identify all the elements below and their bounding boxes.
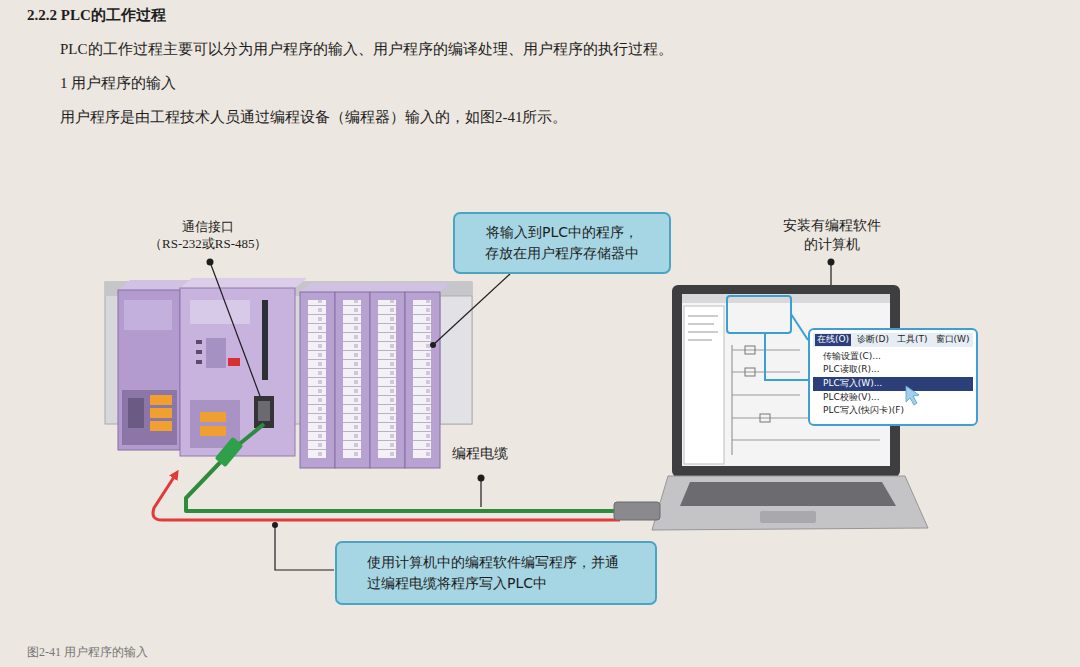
plc-rack-part xyxy=(228,358,240,366)
leader-line-part xyxy=(480,478,481,507)
plc-rack-part xyxy=(258,401,270,421)
programming-cable-part xyxy=(215,437,244,467)
figure-caption: 图2-41 用户程序的输入 xyxy=(27,644,148,660)
plc-rack-part xyxy=(440,296,472,424)
leader-line xyxy=(207,259,835,571)
plc-rack-part xyxy=(405,292,440,468)
plc-rack-part xyxy=(262,300,268,380)
programming-cable-part xyxy=(614,502,660,520)
plc-rack-part xyxy=(124,300,172,330)
page-title: 2.2.2 PLC的工作过程 xyxy=(27,5,166,25)
menu-item: 工具(T) xyxy=(895,334,930,346)
plc-rack-part xyxy=(200,412,226,422)
callout-text: 使用计算机中的编程软件编写程序，并通 过编程电缆将程序写入PLC中 xyxy=(367,552,625,594)
menu-item: PLC写入(W)... xyxy=(813,377,973,391)
laptop-part xyxy=(688,324,714,325)
programming-cable xyxy=(153,424,660,520)
plc-rack-part xyxy=(200,426,226,436)
plc-rack-part xyxy=(254,396,274,428)
menu-item: 传输设置(C)... xyxy=(813,350,973,364)
laptop-part xyxy=(732,440,880,441)
plc-rack-part xyxy=(405,283,450,292)
laptop-part xyxy=(688,340,712,341)
programming-cable-part xyxy=(153,474,620,520)
laptop-part xyxy=(732,395,800,396)
programming-cable-part xyxy=(186,424,616,511)
laptop-part xyxy=(688,316,718,317)
plc-rack-part xyxy=(206,338,226,368)
laptop-part xyxy=(680,482,896,506)
plc-rack-part xyxy=(196,360,202,364)
laptop-part xyxy=(727,296,791,333)
plc-rack-part xyxy=(343,300,361,458)
plc-rack-part xyxy=(122,390,177,445)
laptop-part xyxy=(732,345,733,455)
plc-rack-part xyxy=(335,292,370,468)
leader-line-part xyxy=(272,522,278,528)
leader-line-part xyxy=(433,274,510,345)
menu-item: 窗口(W) xyxy=(934,334,972,346)
menu-popup: 在线(O) 诊断(D) 工具(T) 窗口(W) 传输设置(C)...PLC读取(R)..… xyxy=(808,328,978,426)
part-label: （RS-232或RS-485） xyxy=(149,235,267,253)
menu-list: 传输设置(C)...PLC读取(R)...PLC写入(W)...PLC校验(V)… xyxy=(813,350,973,418)
part-label: 编程电缆 xyxy=(452,445,508,464)
plc-rack-part xyxy=(300,292,335,468)
plc-rack-part xyxy=(150,421,172,431)
laptop-part xyxy=(791,314,808,340)
laptop-part xyxy=(760,414,770,422)
part-label: 安装有编程软件 的计算机 xyxy=(779,217,884,255)
plc-rack-part xyxy=(150,408,172,418)
plc-rack-part xyxy=(196,340,202,344)
plc-rack-part xyxy=(190,300,250,324)
plc-rack-part xyxy=(128,398,144,428)
menu-item: 在线(O) xyxy=(815,334,851,346)
leader-line-part xyxy=(275,525,334,570)
plc-rack-part xyxy=(413,300,431,458)
body-paragraph: PLC的工作过程主要可以分为用户程序的输入、用户程序的编译处理、用户程序的执行过… xyxy=(60,39,673,59)
body-paragraph: 用户程序是由工程技术人员通过编程设备（编程器）输入的，如图2-41所示。 xyxy=(60,107,568,127)
callout-box: 使用计算机中的编程软件编写程序，并通 过编程电缆将程序写入PLC中 xyxy=(335,541,657,605)
plc-rack xyxy=(105,278,472,468)
plc-rack-part xyxy=(180,288,295,456)
laptop-part xyxy=(765,333,808,380)
menu-bar: 在线(O) 诊断(D) 工具(T) 窗口(W) xyxy=(813,333,973,347)
menu-item: 诊断(D) xyxy=(855,334,891,346)
leader-line-part xyxy=(430,342,436,348)
laptop-part xyxy=(745,346,755,354)
callout-box: 将输入到PLC中的程序， 存放在用户程序存储器中 xyxy=(453,212,671,274)
plc-rack-part xyxy=(308,300,326,458)
laptop-part xyxy=(684,306,724,464)
leader-line-part xyxy=(830,262,831,285)
laptop-part xyxy=(652,476,928,530)
plc-rack-part xyxy=(150,395,172,405)
part-label: 通信接口 xyxy=(182,218,234,236)
laptop-part xyxy=(688,332,718,333)
section-heading: 1 用户程序的输入 xyxy=(60,73,176,93)
plc-rack-part xyxy=(378,300,396,458)
menu-item: PLC写入(快闪卡)(F) xyxy=(813,404,973,418)
plc-rack-part xyxy=(118,290,180,450)
menu-item: PLC读取(R)... xyxy=(813,363,973,377)
plc-rack-part xyxy=(196,350,202,354)
leader-line-part xyxy=(210,262,260,396)
laptop-part xyxy=(745,368,755,376)
laptop-part xyxy=(760,511,816,523)
callout-text: 将输入到PLC中的程序， 存放在用户程序存储器中 xyxy=(483,222,641,264)
plc-rack-part xyxy=(370,292,405,468)
menu-item: PLC校验(V)... xyxy=(813,391,973,405)
plc-rack-part xyxy=(180,278,307,288)
